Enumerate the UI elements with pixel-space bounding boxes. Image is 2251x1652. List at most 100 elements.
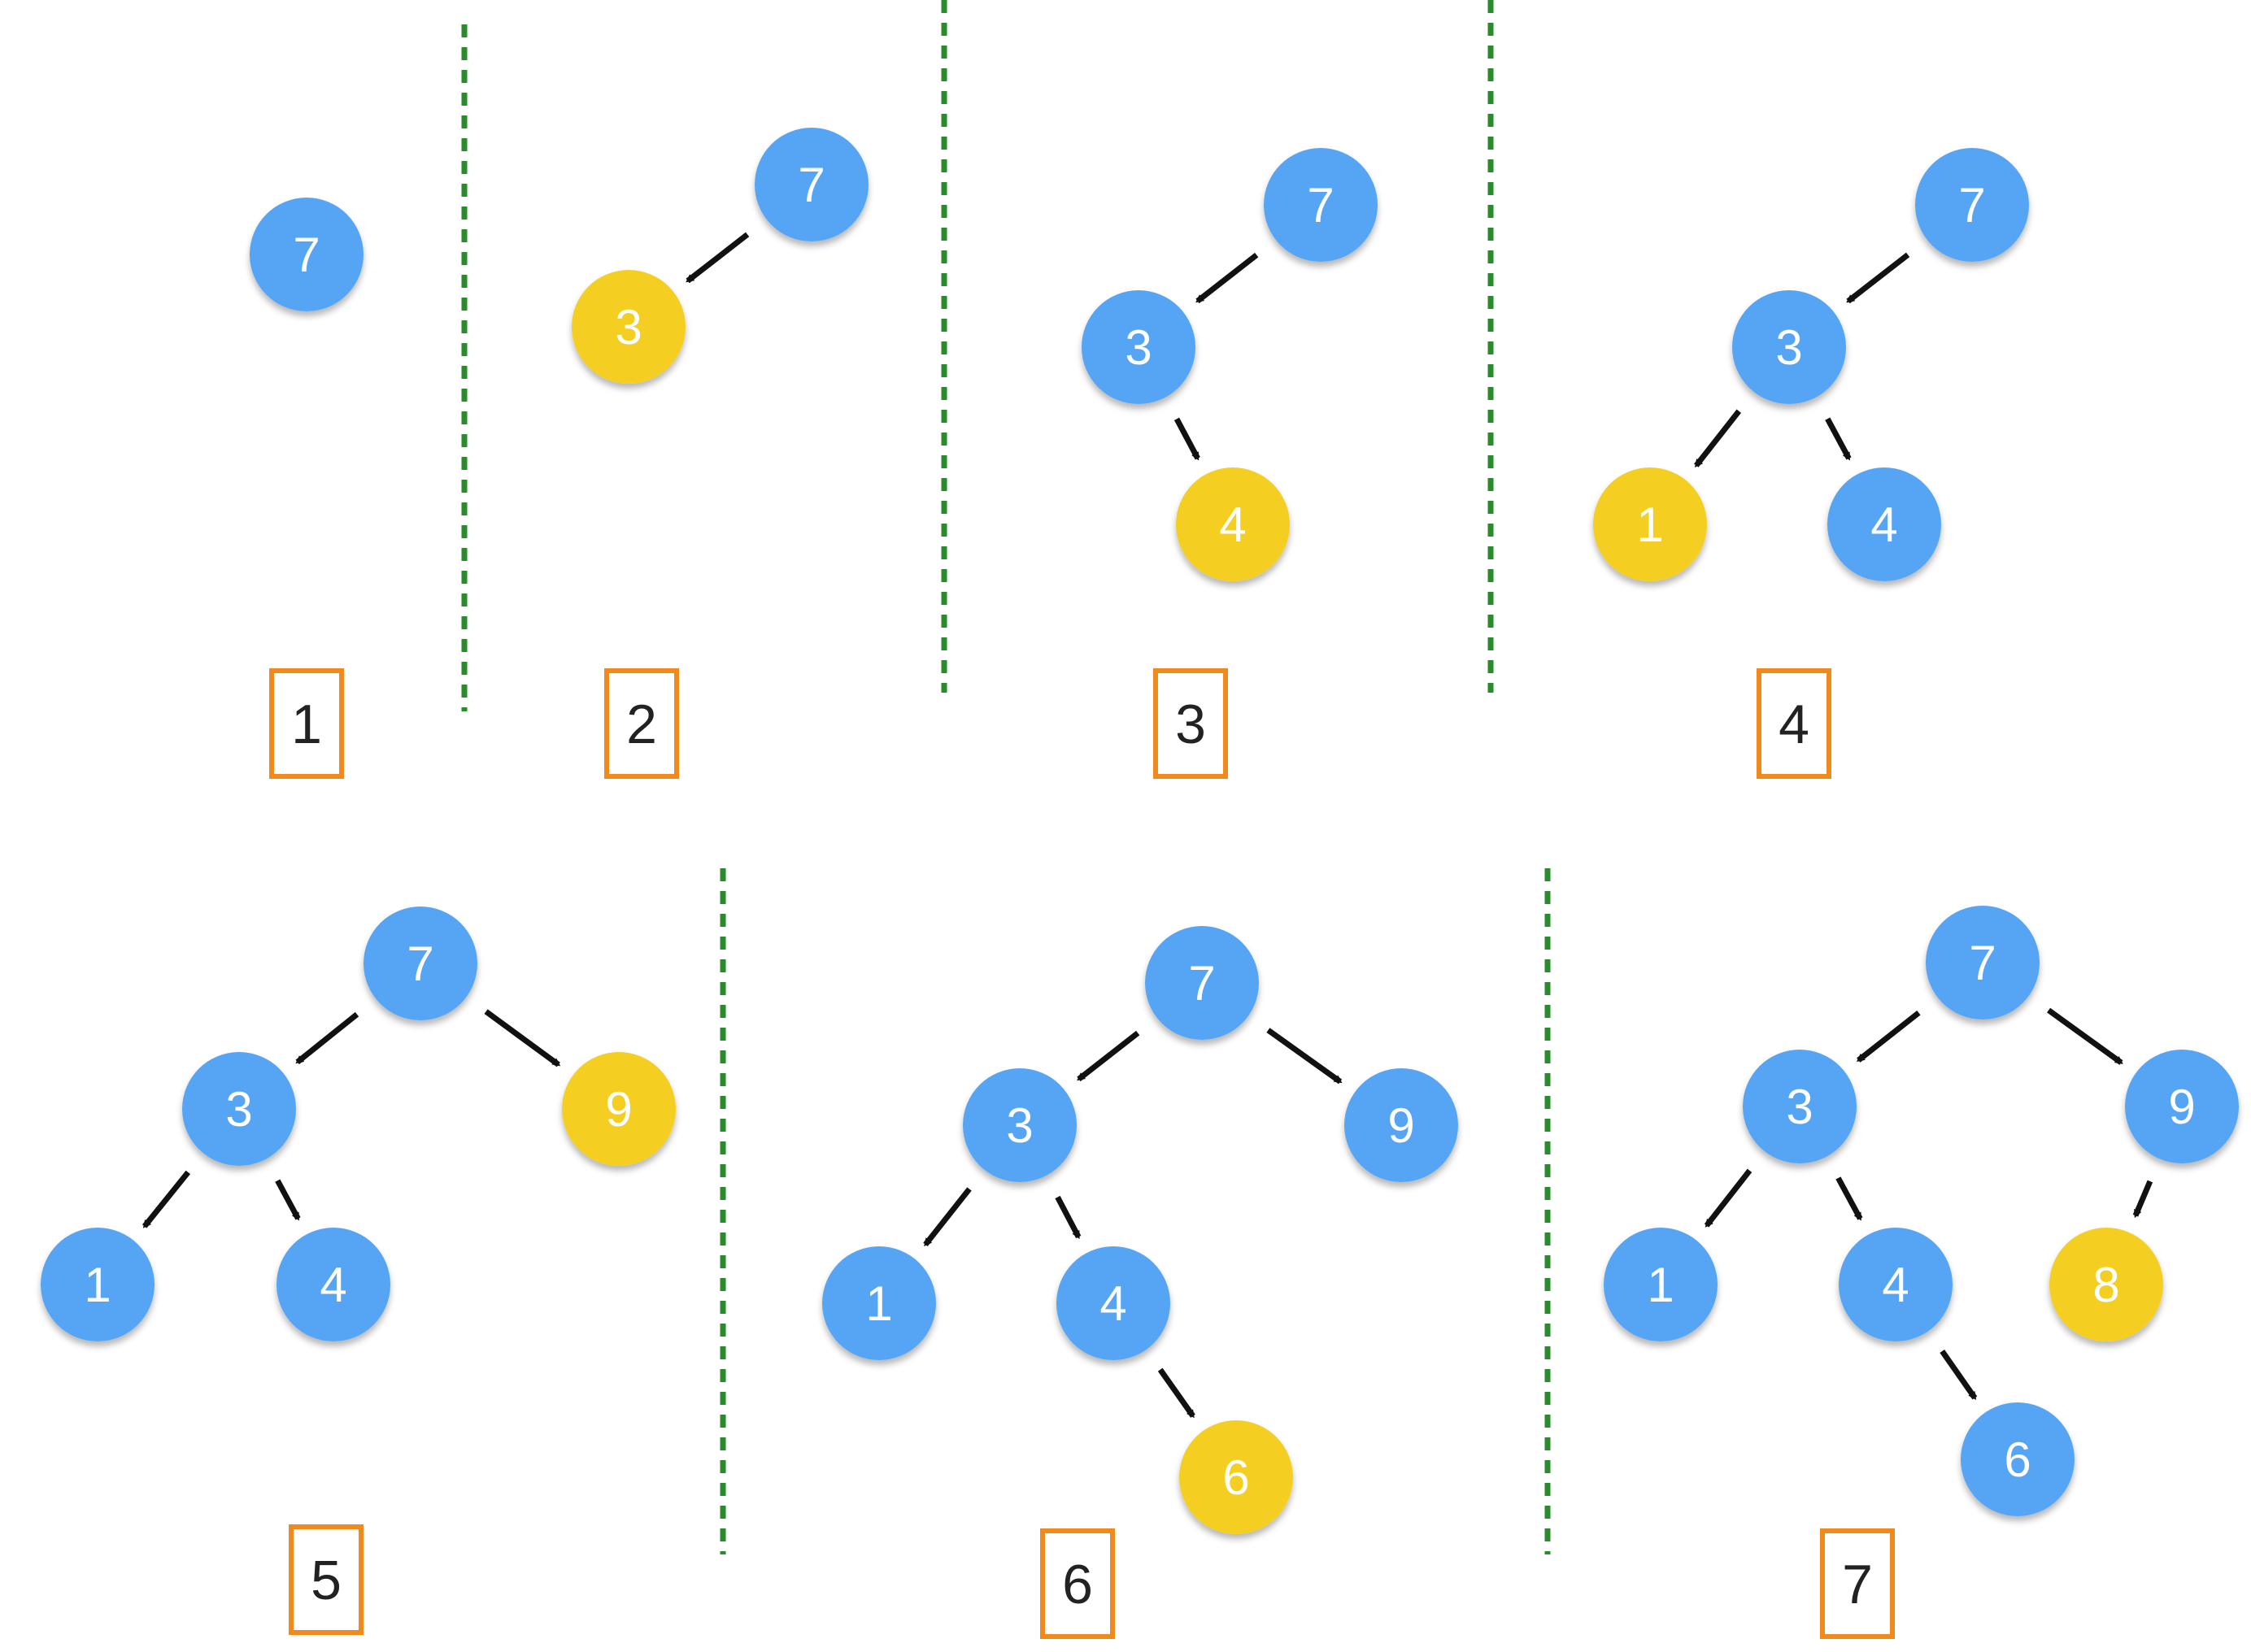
step-number: 6: [1062, 1554, 1093, 1615]
node-circle: [562, 1052, 676, 1166]
tree-node: 9: [1344, 1068, 1458, 1182]
tree-node: 1: [41, 1228, 155, 1341]
node-value: 4: [1099, 1276, 1126, 1331]
node-value: 7: [293, 228, 320, 282]
node-circle: [1082, 290, 1195, 404]
node-value: 7: [1307, 178, 1334, 233]
edge-arrow-left: [1846, 252, 1910, 304]
node-circle: [1926, 906, 2040, 1019]
new-node: 9: [562, 1052, 676, 1166]
edge-arrow-right: [1825, 417, 1852, 461]
tree-node: 4: [1839, 1228, 1953, 1341]
new-node: 3: [572, 270, 686, 384]
edge-arrow-left: [1195, 252, 1259, 304]
edge-arrow-left: [923, 1187, 972, 1247]
step-label-box: [289, 1524, 364, 1635]
step-number: 4: [1779, 693, 1809, 755]
node-value: 1: [865, 1276, 892, 1331]
node-value: 1: [1647, 1258, 1674, 1312]
edge-arrow-left: [1704, 1168, 1752, 1228]
node-value: 1: [84, 1258, 111, 1312]
node-value: 7: [1958, 178, 1985, 233]
node-value: 9: [1387, 1098, 1414, 1153]
tree-node: 1: [1604, 1228, 1718, 1341]
tree-node: 7: [250, 198, 364, 311]
tree-node: 7: [364, 906, 477, 1020]
node-value: 4: [1219, 498, 1246, 552]
step-label: 5: [289, 1524, 364, 1635]
node-circle: [1344, 1068, 1458, 1182]
node-circle: [276, 1228, 390, 1341]
node-circle: [41, 1228, 155, 1341]
node-value: 6: [1222, 1450, 1249, 1505]
tree-node: 1: [822, 1246, 936, 1360]
node-value: 9: [605, 1082, 632, 1137]
node-circle: [755, 128, 869, 241]
node-value: 8: [2092, 1258, 2119, 1312]
step-label: 6: [1040, 1528, 1115, 1639]
step-label: 7: [1820, 1528, 1895, 1639]
node-circle: [1839, 1228, 1953, 1341]
node-value: 3: [225, 1082, 252, 1137]
step-number: 7: [1842, 1554, 1873, 1615]
edge-arrow-left: [1856, 1011, 1921, 1063]
step-label: 3: [1153, 668, 1228, 779]
node-value: 3: [1125, 320, 1152, 375]
edge-arrow-right: [1940, 1349, 1978, 1400]
tree-node: 4: [1056, 1246, 1170, 1360]
tree-node: 3: [963, 1068, 1077, 1182]
tree-node: 4: [1827, 467, 1941, 581]
node-circle: [1056, 1246, 1170, 1360]
edge-arrow-right: [1055, 1195, 1082, 1240]
step-number: 5: [311, 1550, 342, 1611]
step-label-box: [1820, 1528, 1895, 1639]
node-circle: [1593, 467, 1707, 581]
node-value: 7: [407, 937, 433, 991]
new-node: 8: [2049, 1228, 2163, 1341]
step-label-box: [1153, 668, 1228, 779]
edge-arrow-left: [142, 1170, 191, 1228]
tree-node: 7: [755, 128, 869, 241]
edge-arrow-left: [686, 232, 750, 284]
node-circle: [250, 198, 364, 311]
step-panel-1: 71: [250, 198, 364, 779]
step-panel-7: 7 3 9 1 4 8 6 7: [1604, 906, 2239, 1639]
node-circle: [1179, 1420, 1293, 1534]
tree-node: 3: [1732, 290, 1846, 404]
step-label: 4: [1757, 668, 1831, 779]
tree-node: 7: [1264, 148, 1378, 262]
edge-arrow-right: [2047, 1007, 2123, 1065]
edge-arrow-left: [1077, 1030, 1140, 1082]
node-circle: [963, 1068, 1077, 1182]
node-value: 3: [1786, 1080, 1813, 1134]
tree-node: 7: [1915, 148, 2029, 262]
step-label: 1: [269, 668, 344, 779]
edge-arrow-right: [1173, 417, 1200, 461]
node-circle: [1743, 1050, 1857, 1163]
step-label-box: [269, 668, 344, 779]
node-circle: [1176, 467, 1290, 581]
node-value: 3: [1775, 320, 1802, 375]
step-label-box: [1757, 668, 1831, 779]
edge-arrow-left: [295, 1011, 359, 1065]
step-label-box: [604, 668, 679, 779]
node-circle: [2049, 1228, 2163, 1341]
tree-node: 3: [1082, 290, 1195, 404]
node-circle: [1915, 148, 2029, 262]
node-value: 6: [2004, 1432, 2031, 1487]
node-value: 7: [798, 158, 825, 212]
node-circle: [364, 906, 477, 1020]
node-value: 7: [1969, 936, 1996, 990]
tree-node: 9: [2125, 1050, 2239, 1163]
node-value: 4: [320, 1258, 346, 1312]
step-panel-6: 7 3 9 1 4 6 6: [822, 926, 1458, 1639]
step-panel-2: 7 3 2: [572, 128, 869, 779]
node-value: 7: [1188, 956, 1215, 1011]
node-value: 9: [2168, 1080, 2195, 1134]
step-panel-5: 7 3 9 1 4 5: [41, 906, 676, 1635]
step-label: 2: [604, 668, 679, 779]
step-number: 1: [291, 693, 322, 755]
node-circle: [1264, 148, 1378, 262]
new-node: 4: [1176, 467, 1290, 581]
